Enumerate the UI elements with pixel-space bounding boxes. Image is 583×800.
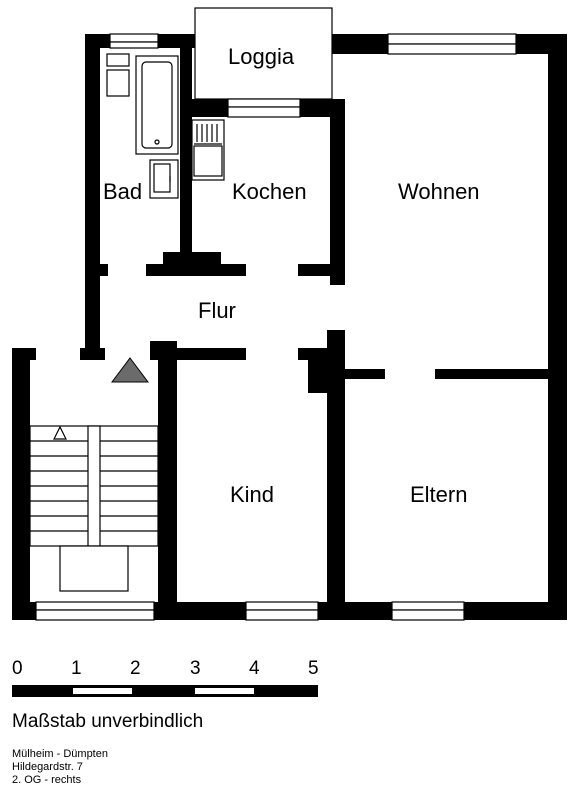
- windows: [35, 33, 517, 621]
- staircase: [29, 425, 159, 592]
- address-floor: 2. OG - rechts: [12, 774, 82, 786]
- room-label-wohnen: Wohnen: [398, 179, 480, 204]
- address-city: Mülheim - Dümpten: [12, 748, 108, 760]
- floor-plan: Loggia Bad Kochen Wohnen Flur Kind Elter…: [12, 7, 567, 621]
- scale-disclaimer: Maßstab unverbindlich: [12, 711, 204, 732]
- scale-tick-5: 5: [308, 658, 319, 679]
- loggia-outline: [194, 7, 333, 100]
- scale-tick-3: 3: [190, 658, 201, 679]
- scale-tick-0: 0: [12, 658, 23, 679]
- room-label-eltern: Eltern: [410, 482, 467, 507]
- room-label-kind: Kind: [230, 482, 274, 507]
- room-label-flur: Flur: [198, 298, 236, 323]
- scale-tick-2: 2: [130, 658, 141, 679]
- room-label-bad: Bad: [103, 179, 142, 204]
- scale-tick-1: 1: [71, 658, 82, 679]
- room-label-loggia: Loggia: [228, 44, 295, 69]
- room-label-kochen: Kochen: [232, 179, 307, 204]
- kitchen-fixtures: [191, 119, 225, 181]
- scale-tick-4: 4: [249, 658, 260, 679]
- bath-fixtures: [106, 53, 179, 199]
- entrance-arrow-icon: [111, 357, 149, 383]
- address-street: Hildegardstr. 7: [12, 761, 83, 773]
- scale-bar-graphic: [12, 685, 318, 697]
